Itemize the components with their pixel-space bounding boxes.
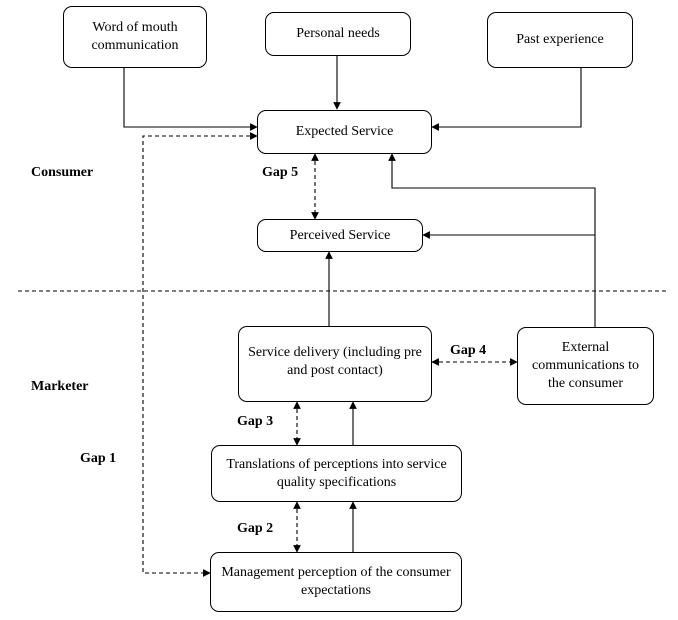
service-delivery-box: Service delivery (including pre and post…: [238, 326, 432, 402]
gap5-label: Gap 5: [262, 165, 299, 180]
personal-needs-box: Personal needs: [265, 12, 411, 56]
gap4-label: Gap 4: [450, 343, 487, 358]
past-experience-arrow: [431, 68, 582, 131]
gap1-label: Gap 1: [80, 451, 117, 466]
expected-service-box: Expected Service: [257, 110, 432, 154]
gap3-label: Gap 3: [237, 414, 274, 429]
translations-box: Translations of perceptions into service…: [211, 445, 462, 502]
gap1-arrow: [142, 132, 258, 577]
marketer-label: Marketer: [31, 379, 89, 394]
word-of-mouth-arrow: [123, 68, 258, 131]
gap2-label: Gap 2: [237, 521, 274, 536]
past-experience-box: Past experience: [487, 12, 633, 68]
perceived-service-box: Perceived Service: [257, 219, 423, 252]
external-communications-box: External communications to the consumer: [517, 327, 654, 405]
management-perception-box: Management perception of the consumer ex…: [210, 552, 462, 612]
external-to-expected-arrow: [388, 153, 596, 327]
word-of-mouth-box: Word of mouth communication: [63, 6, 207, 68]
consumer-label: Consumer: [31, 165, 94, 180]
